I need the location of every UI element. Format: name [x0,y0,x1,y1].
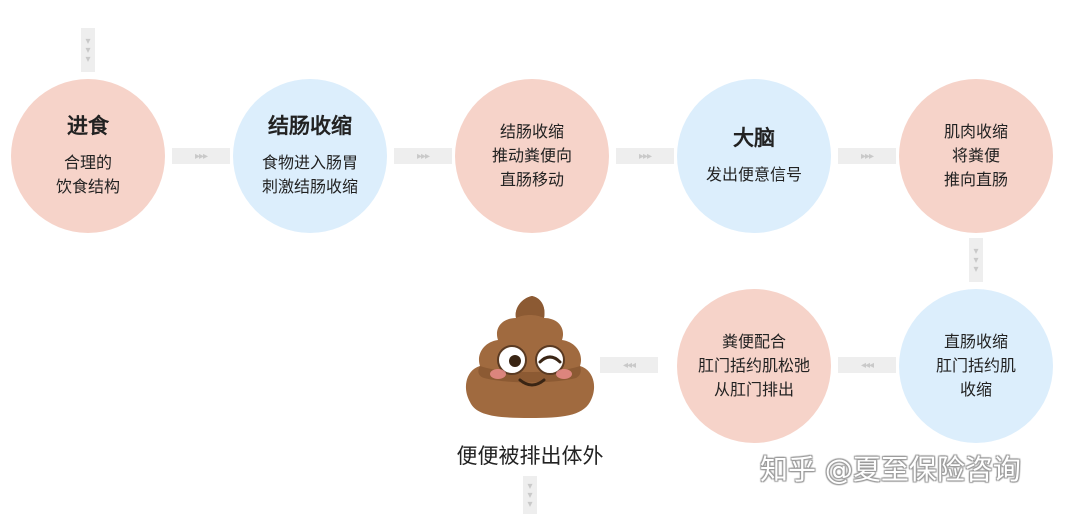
arrow-left: ◂◂◂ [838,357,896,373]
exit-arrow: ▾▾▾ [523,476,537,514]
watermark: 知乎 @夏至保险咨询 [760,453,1021,486]
result-caption: 便便被排出体外 [456,444,604,468]
step-title: 进食 [67,114,109,138]
step-title: 结肠收缩 [268,114,352,138]
step-muscle-contraction: 肌肉收缩 将粪便 推向直肠 [899,79,1053,233]
step-line: 收缩 [959,380,992,399]
step-eat: 进食 合理的 饮食结构 [11,79,165,233]
step-line: 饮食结构 [55,177,120,196]
step-brain: 大脑 发出便意信号 [677,79,831,233]
step-line: 发出便意信号 [705,165,802,184]
arrow-left: ◂◂◂ [600,357,658,373]
step-line: 从肛门排出 [713,380,794,399]
step-colon-contraction: 结肠收缩 食物进入肠胃 刺激结肠收缩 [233,79,387,233]
step-line: 粪便配合 [721,332,786,351]
step-line: 肛门括约肌 [935,356,1016,375]
step-line: 直肠收缩 [943,332,1008,351]
step-push-to-rectum: 结肠收缩 推动粪便向 直肠移动 [455,79,609,233]
step-line: 将粪便 [951,146,1000,165]
step-line: 直肠移动 [499,170,564,189]
step-line: 肛门括约肌松弛 [697,356,810,375]
poop-emoji-icon [465,296,595,418]
step-line: 推动粪便向 [491,146,572,165]
arrow-right: ▸▸▸ [394,148,452,164]
step-line: 合理的 [63,153,112,172]
step-title: 大脑 [733,126,775,150]
step-line: 肌肉收缩 [943,122,1008,141]
step-line: 食物进入肠胃 [261,153,358,172]
arrow-down: ▾▾▾ [969,238,983,282]
step-line: 推向直肠 [943,170,1008,189]
step-rectum-contraction: 直肠收缩 肛门括约肌 收缩 [899,289,1053,443]
step-expel: 粪便配合 肛门括约肌松弛 从肛门排出 [677,289,831,443]
arrow-right: ▸▸▸ [616,148,674,164]
entry-arrow: ▾▾▾ [81,28,95,72]
step-line: 结肠收缩 [499,122,564,141]
arrow-right: ▸▸▸ [172,148,230,164]
step-line: 刺激结肠收缩 [261,177,358,196]
arrow-right: ▸▸▸ [838,148,896,164]
